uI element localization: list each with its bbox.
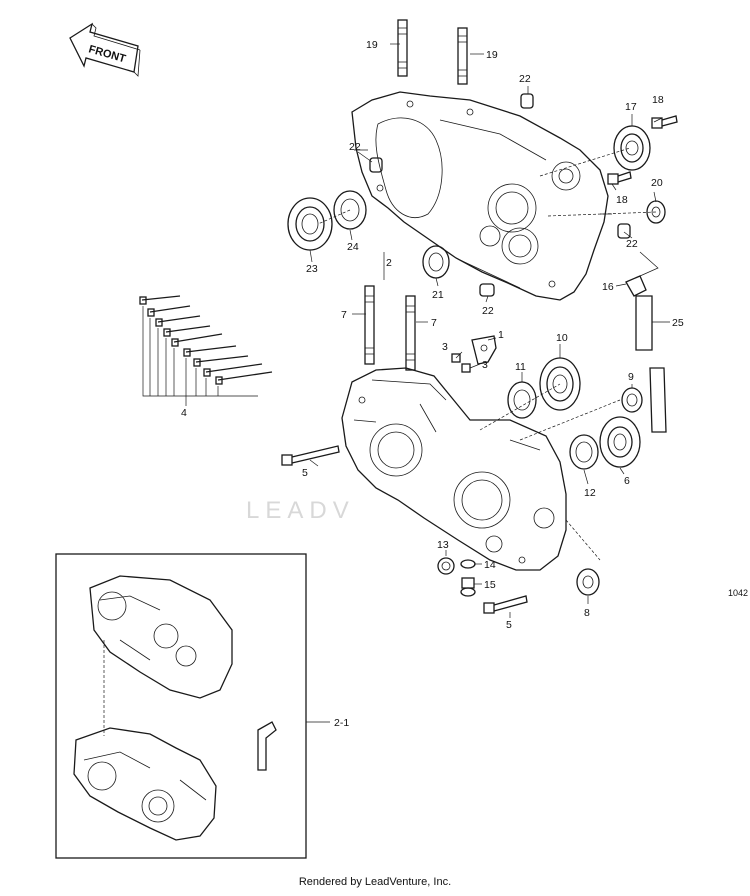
collar-21 xyxy=(422,245,450,279)
oil-seal-12 xyxy=(569,434,599,470)
callout-21: 21 xyxy=(432,289,444,301)
dowel-22-bottom xyxy=(479,283,495,297)
callout-24: 24 xyxy=(347,241,359,253)
screw-3-upper xyxy=(451,353,461,363)
page-code: 1042 xyxy=(728,588,748,598)
stud-19-right xyxy=(457,27,468,85)
callout-18-bottom: 18 xyxy=(616,194,628,206)
callout-25: 25 xyxy=(672,317,684,329)
callout-22-top: 22 xyxy=(519,73,531,85)
callout-22-left: 22 xyxy=(349,141,361,153)
gasket-13 xyxy=(437,557,455,575)
callout-12: 12 xyxy=(584,487,596,499)
watermark: LEADV xyxy=(246,497,355,524)
callout-18-top: 18 xyxy=(652,94,664,106)
screw-18-top xyxy=(651,115,678,129)
callout-6: 6 xyxy=(624,475,630,487)
callout-9: 9 xyxy=(628,371,634,383)
stud-7-right xyxy=(405,295,416,371)
front-arrow: FRONT xyxy=(69,22,141,77)
callout-7-left: 7 xyxy=(341,309,347,321)
callout-7-right: 7 xyxy=(431,317,437,329)
callout-14: 14 xyxy=(484,559,496,571)
callout-4: 4 xyxy=(181,407,187,419)
callout-13: 13 xyxy=(437,539,449,551)
callout-labels: 19 19 22 22 17 18 18 20 22 23 24 21 22 2… xyxy=(181,39,684,729)
callout-2: 2 xyxy=(386,257,392,269)
callout-5-left: 5 xyxy=(302,467,308,479)
bearing-6 xyxy=(599,416,641,468)
callout-11: 11 xyxy=(515,361,526,373)
callout-3-lower: 3 xyxy=(482,359,488,371)
callout-3-upper: 3 xyxy=(442,341,448,353)
dowel-22-left xyxy=(369,157,383,173)
callout-22-bottom: 22 xyxy=(482,305,494,317)
bolt-5-left xyxy=(281,445,340,466)
dowel-22-right xyxy=(617,223,631,239)
callout-2-1: 2-1 xyxy=(334,717,349,729)
dowel-22-top xyxy=(520,93,534,109)
bearing-17 xyxy=(613,125,651,171)
callout-23: 23 xyxy=(306,263,318,275)
oil-seal-24 xyxy=(333,190,367,230)
callout-19-left: 19 xyxy=(366,39,378,51)
stud-19-left xyxy=(397,19,408,77)
callout-1: 1 xyxy=(498,329,504,341)
screw-18-bottom xyxy=(607,171,632,185)
bearing-23 xyxy=(287,197,333,251)
washer-14 xyxy=(460,559,476,569)
screw-3-lower xyxy=(461,363,471,373)
lower-crankcase xyxy=(341,367,567,571)
inset-assembly-2-1 xyxy=(55,553,307,859)
bolt-5-bottom xyxy=(483,595,528,614)
bolt-set-4 xyxy=(139,295,273,385)
stud-7-left xyxy=(364,285,375,365)
upper-crankcase xyxy=(351,91,612,301)
callout-20: 20 xyxy=(651,177,663,189)
collar-9 xyxy=(621,387,643,413)
fitting-16 xyxy=(625,275,647,297)
tube-25 xyxy=(635,295,667,433)
bracket-1 xyxy=(471,335,497,365)
callout-16: 16 xyxy=(602,281,614,293)
footer-credit: Rendered by LeadVenture, Inc. xyxy=(298,876,452,888)
callout-10: 10 xyxy=(556,332,568,344)
plug-15 xyxy=(460,577,476,597)
oil-seal-11 xyxy=(507,381,537,419)
callout-15: 15 xyxy=(484,579,496,591)
callout-17: 17 xyxy=(625,101,637,113)
collar-8 xyxy=(576,568,600,596)
callout-8: 8 xyxy=(584,607,590,619)
leader-lines xyxy=(142,43,670,723)
callout-5-bottom: 5 xyxy=(506,619,512,631)
callout-19-right: 19 xyxy=(486,49,498,61)
front-arrow-label: FRONT xyxy=(87,43,127,65)
callout-22-right: 22 xyxy=(626,238,638,250)
